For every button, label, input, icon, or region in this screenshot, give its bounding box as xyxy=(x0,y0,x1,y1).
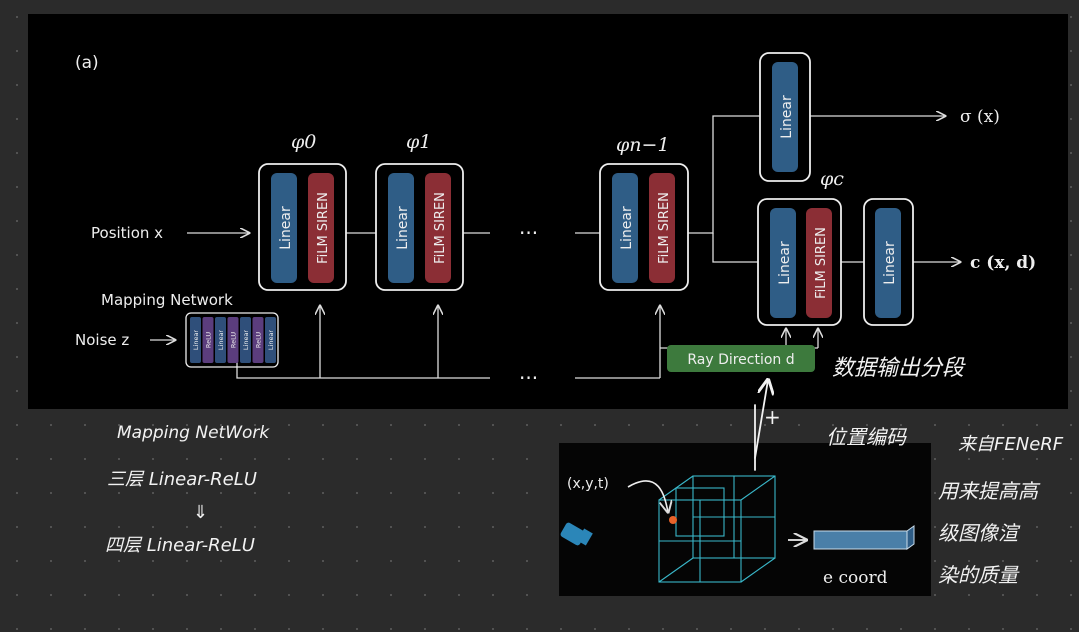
linear-label: Linear xyxy=(278,206,294,250)
voxel-grid xyxy=(658,475,776,583)
linear-label: Linear xyxy=(777,241,793,285)
block-phi-n-minus-1: Linear FiLM SIREN xyxy=(599,163,689,291)
linear-layer xyxy=(770,208,796,318)
inset-graphics xyxy=(560,475,915,583)
ellipsis-bus: ··· xyxy=(519,366,538,390)
embedding-label: e coord xyxy=(823,568,888,588)
mapping-cell-linear xyxy=(265,317,276,363)
film-siren-layer xyxy=(425,173,451,283)
mapping-cell-linear xyxy=(190,317,201,363)
mapping-cell-label: ReLU xyxy=(205,332,213,349)
linear-layer xyxy=(271,173,297,283)
linear-label: Linear xyxy=(882,241,898,285)
sigma-output-label: σ (x) xyxy=(960,107,1000,127)
coord-label: (x,y,t) xyxy=(567,476,609,492)
mapping-cell-label: Linear xyxy=(242,330,250,351)
ray-direction-box: Ray Direction d xyxy=(667,345,815,372)
mapping-cell-relu xyxy=(227,317,239,363)
ray-direction-label: Ray Direction d xyxy=(687,352,794,368)
phi-0-label: φ0 xyxy=(291,131,316,153)
film-siren-layer xyxy=(806,208,832,318)
phi-c-label: φc xyxy=(820,168,844,190)
film-siren-label: FiLM SIREN xyxy=(316,192,331,264)
phi-n-minus-1-label: φn−1 xyxy=(616,134,670,156)
linear-label: Linear xyxy=(619,206,635,250)
panel-label: (a) xyxy=(75,53,99,73)
hand-nerf-note-4: 染的质量 xyxy=(938,563,1020,587)
noise-input-label: Noise z xyxy=(75,331,129,349)
film-siren-layer xyxy=(649,173,675,283)
block-phi-c: Linear FiLM SIREN xyxy=(757,198,842,326)
block-phi-1: Linear FiLM SIREN xyxy=(375,163,464,291)
mapping-cell-label: ReLU xyxy=(230,332,238,349)
hand-mapping-heading: Mapping NetWork xyxy=(117,423,270,443)
color-linear-block: Linear xyxy=(863,198,914,326)
color-output-label: c (x, d) xyxy=(970,253,1036,273)
linear-label: Linear xyxy=(779,95,795,139)
mapping-cell-linear xyxy=(215,317,226,363)
sample-point xyxy=(669,516,677,524)
hand-arrow: ⇓ xyxy=(193,502,208,523)
linear-label: Linear xyxy=(395,206,411,250)
mapping-cell-relu xyxy=(202,317,214,363)
hand-plus: + xyxy=(764,405,781,429)
hand-three-layers: 三层 Linear-ReLU xyxy=(107,469,257,490)
film-siren-label: FiLM SIREN xyxy=(814,227,829,299)
block-phi-0: Linear FiLM SIREN xyxy=(258,163,347,291)
hand-positional-encoding: 位置编码 xyxy=(826,425,908,449)
hand-nerf-note-3: 级图像渲 xyxy=(938,521,1021,545)
linear-layer xyxy=(612,173,638,283)
mapping-network-block: Linear ReLU Linear ReLU Linear ReLU Linear xyxy=(185,312,279,368)
film-siren-label: FiLM SIREN xyxy=(433,192,448,264)
linear-layer xyxy=(388,173,414,283)
mapping-cell-label: Linear xyxy=(217,330,225,351)
mapping-cell-relu xyxy=(252,317,264,363)
sigma-linear-block: Linear xyxy=(759,52,811,182)
film-siren-label: FiLM SIREN xyxy=(657,192,672,264)
phi-1-label: φ1 xyxy=(406,131,431,153)
ellipsis-main: ··· xyxy=(519,221,538,245)
mapping-network-title: Mapping Network xyxy=(101,291,233,309)
handwritten-annotations: Mapping NetWork 三层 Linear-ReLU ⇓ 四层 Line… xyxy=(105,356,1064,587)
film-siren-layer xyxy=(308,173,334,283)
position-input-label: Position x xyxy=(91,224,163,242)
positional-encoding-inset xyxy=(559,443,931,596)
embedding-vector xyxy=(813,530,908,550)
mapping-cell-label: Linear xyxy=(192,330,200,351)
mapping-cell-label: Linear xyxy=(267,330,275,351)
hand-four-layers: 四层 Linear-ReLU xyxy=(105,535,255,556)
hand-nerf-note-1: 来自FENeRF xyxy=(958,434,1064,455)
mapping-cell-linear xyxy=(240,317,251,363)
mapping-cell-label: ReLU xyxy=(255,332,263,349)
hand-nerf-note-2: 用来提高高 xyxy=(938,479,1041,503)
hand-data-output: 数据输出分段 xyxy=(832,356,966,381)
